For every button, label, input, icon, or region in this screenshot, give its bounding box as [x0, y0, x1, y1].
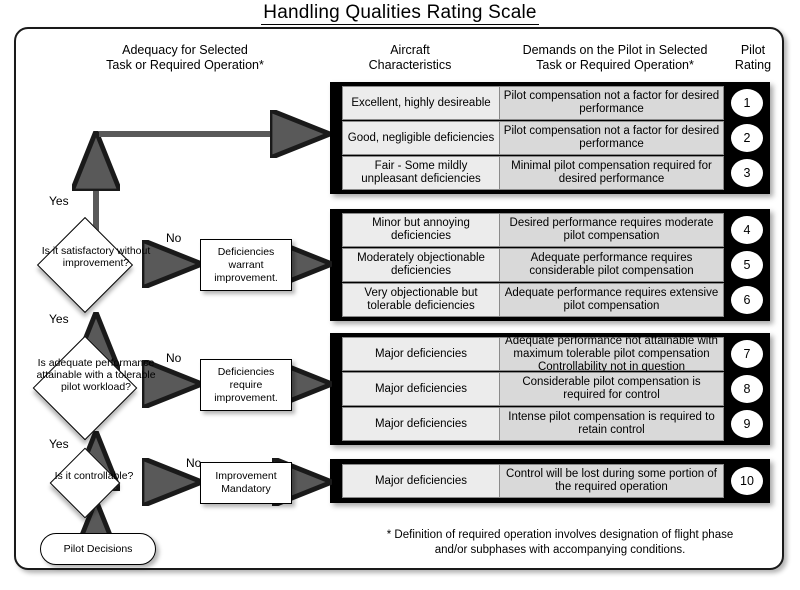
cell-pilot-rating: 5 [724, 248, 770, 282]
label-no-1: No [166, 231, 182, 245]
cell-pilot-rating: 3 [724, 156, 770, 190]
column-header-adequacy-line2: Task or Required Operation* [106, 58, 264, 72]
cell-demands: Control will be lost during some portion… [500, 464, 724, 498]
cell-demands: Pilot compensation not a factor for desi… [500, 121, 724, 155]
table-row: Major deficiencies Adequate performance … [342, 334, 770, 373]
rating-oval: 2 [731, 124, 763, 152]
cell-demands: Adequate performance requires considerab… [500, 248, 724, 282]
rating-oval: 9 [731, 410, 763, 438]
cell-demands-underlined: Controllability not in question [537, 360, 686, 373]
cell-pilot-rating: 6 [724, 283, 770, 317]
cell-demands: Considerable pilot compensation is requi… [500, 372, 724, 406]
column-header-aircraft-characteristics: Aircraft Characteristics [330, 43, 490, 73]
cell-pilot-rating: 7 [724, 337, 770, 371]
rating-oval: 6 [731, 286, 763, 314]
column-header-rating-line2: Rating [734, 58, 772, 72]
cell-pilot-rating: 4 [724, 213, 770, 247]
label-yes-2: Yes [49, 312, 69, 326]
column-header-adequacy-line1: Adequacy for Selected [122, 43, 248, 57]
cell-pilot-rating: 8 [724, 372, 770, 406]
cell-characteristics: Major deficiencies [342, 337, 500, 371]
rating-group-4: Major deficiencies Control will be lost … [330, 459, 770, 503]
column-header-demands: Demands on the Pilot in Selected Task or… [490, 43, 740, 73]
cell-characteristics: Good, negligible deficiencies [342, 121, 500, 155]
cell-demands-main: Adequate performance not attainable with… [505, 334, 718, 360]
start-terminator-pilot-decisions[interactable]: Pilot Decisions [40, 533, 156, 565]
cell-characteristics: Major deficiencies [342, 372, 500, 406]
column-header-aircraft-line1: Aircraft [390, 43, 430, 57]
process-box-2[interactable]: Deficiencies require improvement. [200, 359, 292, 411]
cell-demands: Minimal pilot compensation required for … [500, 156, 724, 190]
table-row: Excellent, highly desireable Pilot compe… [342, 86, 770, 120]
page-title-text: Handling Qualities Rating Scale [261, 2, 539, 25]
decision-3-label: Is it controllable? [54, 470, 134, 482]
cell-demands: Desired performance requires moderate pi… [500, 213, 724, 247]
rating-group-1: Excellent, highly desireable Pilot compe… [330, 82, 770, 194]
footnote-line1: * Definition of required operation invol… [386, 529, 734, 541]
label-yes-1: Yes [49, 194, 69, 208]
cell-pilot-rating: 2 [724, 121, 770, 155]
process-box-3[interactable]: Improvement Mandatory [200, 462, 292, 504]
column-header-aircraft-line2: Characteristics [368, 58, 452, 72]
cell-characteristics: Excellent, highly desireable [342, 86, 500, 120]
column-header-pilot-rating: Pilot Rating [722, 43, 784, 73]
table-row: Major deficiencies Intense pilot compens… [342, 407, 770, 441]
column-header-rating-line1: Pilot [740, 43, 766, 57]
table-row: Major deficiencies Considerable pilot co… [342, 372, 770, 406]
label-no-3: No [186, 456, 202, 470]
rating-oval: 5 [731, 251, 763, 279]
footnote-line2: and/or subphases with accompanying condi… [434, 544, 686, 556]
column-header-demands-line1: Demands on the Pilot in Selected [522, 43, 708, 57]
cell-pilot-rating: 1 [724, 86, 770, 120]
rating-oval: 8 [731, 375, 763, 403]
table-row: Minor but annoying deficiencies Desired … [342, 213, 770, 247]
cell-characteristics: Moderately objectionable deficiencies [342, 248, 500, 282]
rating-oval: 7 [731, 340, 763, 368]
cell-pilot-rating: 10 [724, 464, 770, 498]
table-row: Very objectionable but tolerable deficie… [342, 283, 770, 317]
cell-demands: Intense pilot compensation is required t… [500, 407, 724, 441]
rating-oval: 1 [731, 89, 763, 117]
process-box-1[interactable]: Deficiencies warrant improvement. [200, 239, 292, 291]
table-row: Fair - Some mildly unpleasant deficienci… [342, 156, 770, 190]
cell-demands: Adequate performance not attainable with… [500, 334, 724, 373]
decision-2-label: Is adequate performance attainable with … [36, 357, 156, 393]
cell-characteristics: Fair - Some mildly unpleasant deficienci… [342, 156, 500, 190]
table-row: Moderately objectionable deficiencies Ad… [342, 248, 770, 282]
cell-characteristics: Major deficiencies [342, 407, 500, 441]
cell-characteristics: Minor but annoying deficiencies [342, 213, 500, 247]
column-header-adequacy: Adequacy for Selected Task or Required O… [45, 43, 325, 73]
cell-characteristics: Very objectionable but tolerable deficie… [342, 283, 500, 317]
cell-demands: Pilot compensation not a factor for desi… [500, 86, 724, 120]
page-title: Handling Qualities Rating Scale [0, 2, 800, 25]
footnote: * Definition of required operation invol… [360, 528, 760, 558]
label-no-2: No [166, 351, 182, 365]
rating-group-2: Minor but annoying deficiencies Desired … [330, 209, 770, 321]
cell-characteristics: Major deficiencies [342, 464, 500, 498]
decision-1-label: Is it satisfactory without improvement? [41, 245, 151, 269]
cell-demands: Adequate performance requires extensive … [500, 283, 724, 317]
rating-oval: 4 [731, 216, 763, 244]
rating-oval: 3 [731, 159, 763, 187]
table-row: Good, negligible deficiencies Pilot comp… [342, 121, 770, 155]
table-row: Major deficiencies Control will be lost … [342, 464, 770, 498]
rating-oval: 10 [731, 467, 763, 495]
label-yes-3: Yes [49, 437, 69, 451]
rating-group-3: Major deficiencies Adequate performance … [330, 333, 770, 445]
column-header-demands-line2: Task or Required Operation* [536, 58, 694, 72]
cell-pilot-rating: 9 [724, 407, 770, 441]
